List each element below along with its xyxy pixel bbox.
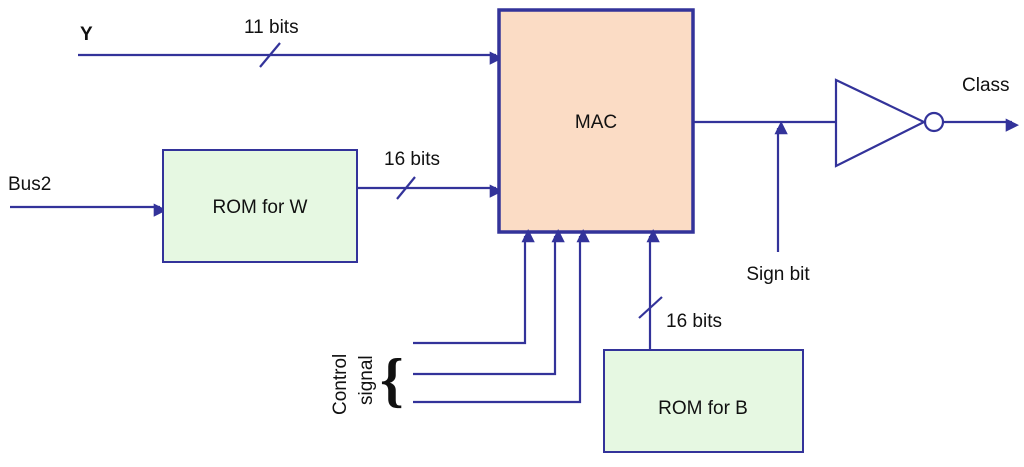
b-width-label: 16 bits (666, 311, 722, 332)
rom-b-block (603, 349, 804, 453)
mac-block (497, 8, 695, 234)
w-bus-slash (396, 176, 416, 200)
y-bus-slash (259, 42, 281, 68)
y-input-label: Y (80, 24, 93, 45)
bus2-label: Bus2 (8, 174, 51, 195)
b-bus-slash (638, 296, 663, 319)
control-wire-1 (413, 228, 535, 345)
inverter-triangle (834, 78, 927, 168)
rom-b-label: ROM for B (658, 398, 748, 419)
signal-label: signal (356, 355, 377, 405)
control-signal-text: Control signal (330, 354, 377, 415)
rom-w-label: ROM for W (213, 197, 308, 218)
mac-label: MAC (575, 112, 617, 133)
inverter-bubble (923, 111, 945, 133)
rom-w-block (162, 149, 358, 263)
y-width-label: 11 bits (244, 17, 299, 38)
sign-bit-label: Sign bit (746, 264, 810, 285)
control-wire-2 (413, 228, 565, 376)
control-wire-3 (413, 228, 590, 404)
w-width-label: 16 bits (384, 149, 440, 170)
brace-icon: { (380, 347, 404, 413)
class-label: Class (962, 75, 1010, 96)
control-label: Control (330, 354, 351, 415)
